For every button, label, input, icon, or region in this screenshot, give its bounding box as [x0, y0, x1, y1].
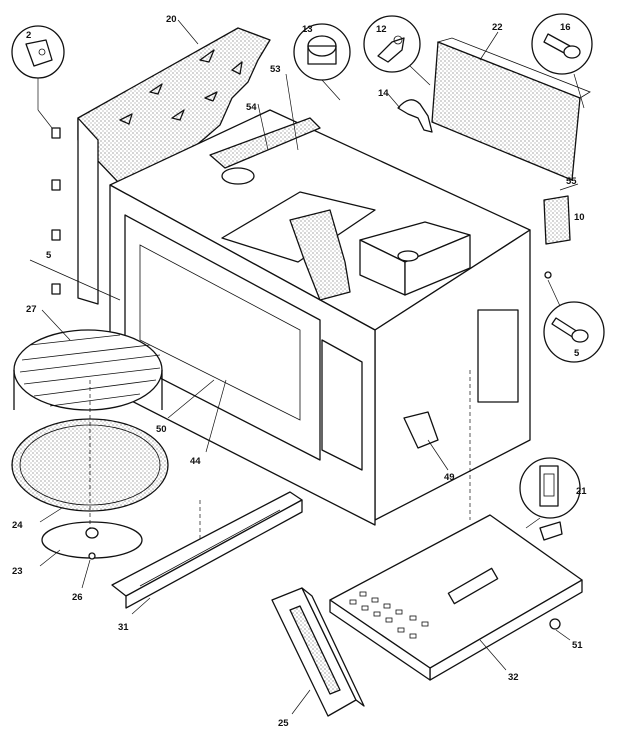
- label-21: 21: [576, 486, 587, 497]
- roller-ring: [41, 521, 143, 560]
- base-plate: [329, 514, 583, 681]
- label-20: 20: [166, 14, 177, 25]
- label-22: 22: [492, 22, 503, 33]
- label-25: 25: [278, 718, 289, 729]
- label-44: 44: [190, 456, 201, 467]
- label-16: 16: [560, 22, 571, 33]
- label-23: 23: [12, 566, 23, 577]
- label-50: 50: [156, 424, 167, 435]
- part-labels: 2 20 13 12 22 16 53 14 54 55 10 5 27 5 5…: [12, 14, 587, 729]
- callout-13: [293, 23, 351, 101]
- label-55: 55: [566, 176, 577, 187]
- callout-2: [11, 25, 65, 129]
- label-12: 12: [376, 24, 387, 35]
- label-26: 26: [72, 592, 83, 603]
- callout-5-right: [543, 279, 605, 363]
- callout-21: [519, 457, 581, 529]
- bracket-part: [403, 411, 563, 541]
- label-27: 27: [26, 304, 37, 315]
- glass-tray: [11, 380, 169, 530]
- label-53: 53: [270, 64, 281, 75]
- label-51: 51: [572, 640, 583, 651]
- leader-lines: [29, 19, 579, 715]
- callout-12: [363, 15, 431, 86]
- oven-rack: [13, 329, 163, 411]
- label-31: 31: [118, 622, 129, 633]
- side-bracket: [543, 195, 571, 245]
- label-32: 32: [508, 672, 519, 683]
- screw-part-side: [544, 271, 552, 279]
- label-24: 24: [12, 520, 23, 531]
- top-cover: [431, 37, 591, 181]
- hinge-part: [397, 99, 433, 133]
- front-rail: [111, 491, 303, 609]
- callout-16: [531, 13, 593, 109]
- label-5-right: 5: [574, 348, 580, 359]
- label-14: 14: [378, 88, 389, 99]
- label-5-left: 5: [46, 250, 52, 261]
- outer-wrapper: [51, 27, 271, 305]
- cabinet-frame: [109, 109, 531, 560]
- label-2: 2: [26, 30, 31, 41]
- screw-part: [549, 618, 561, 630]
- label-10: 10: [574, 212, 585, 223]
- label-49: 49: [444, 472, 455, 483]
- bottom-duct: [271, 587, 365, 717]
- label-54: 54: [246, 102, 257, 113]
- waveguide-duct: [209, 117, 351, 301]
- label-13: 13: [302, 24, 313, 35]
